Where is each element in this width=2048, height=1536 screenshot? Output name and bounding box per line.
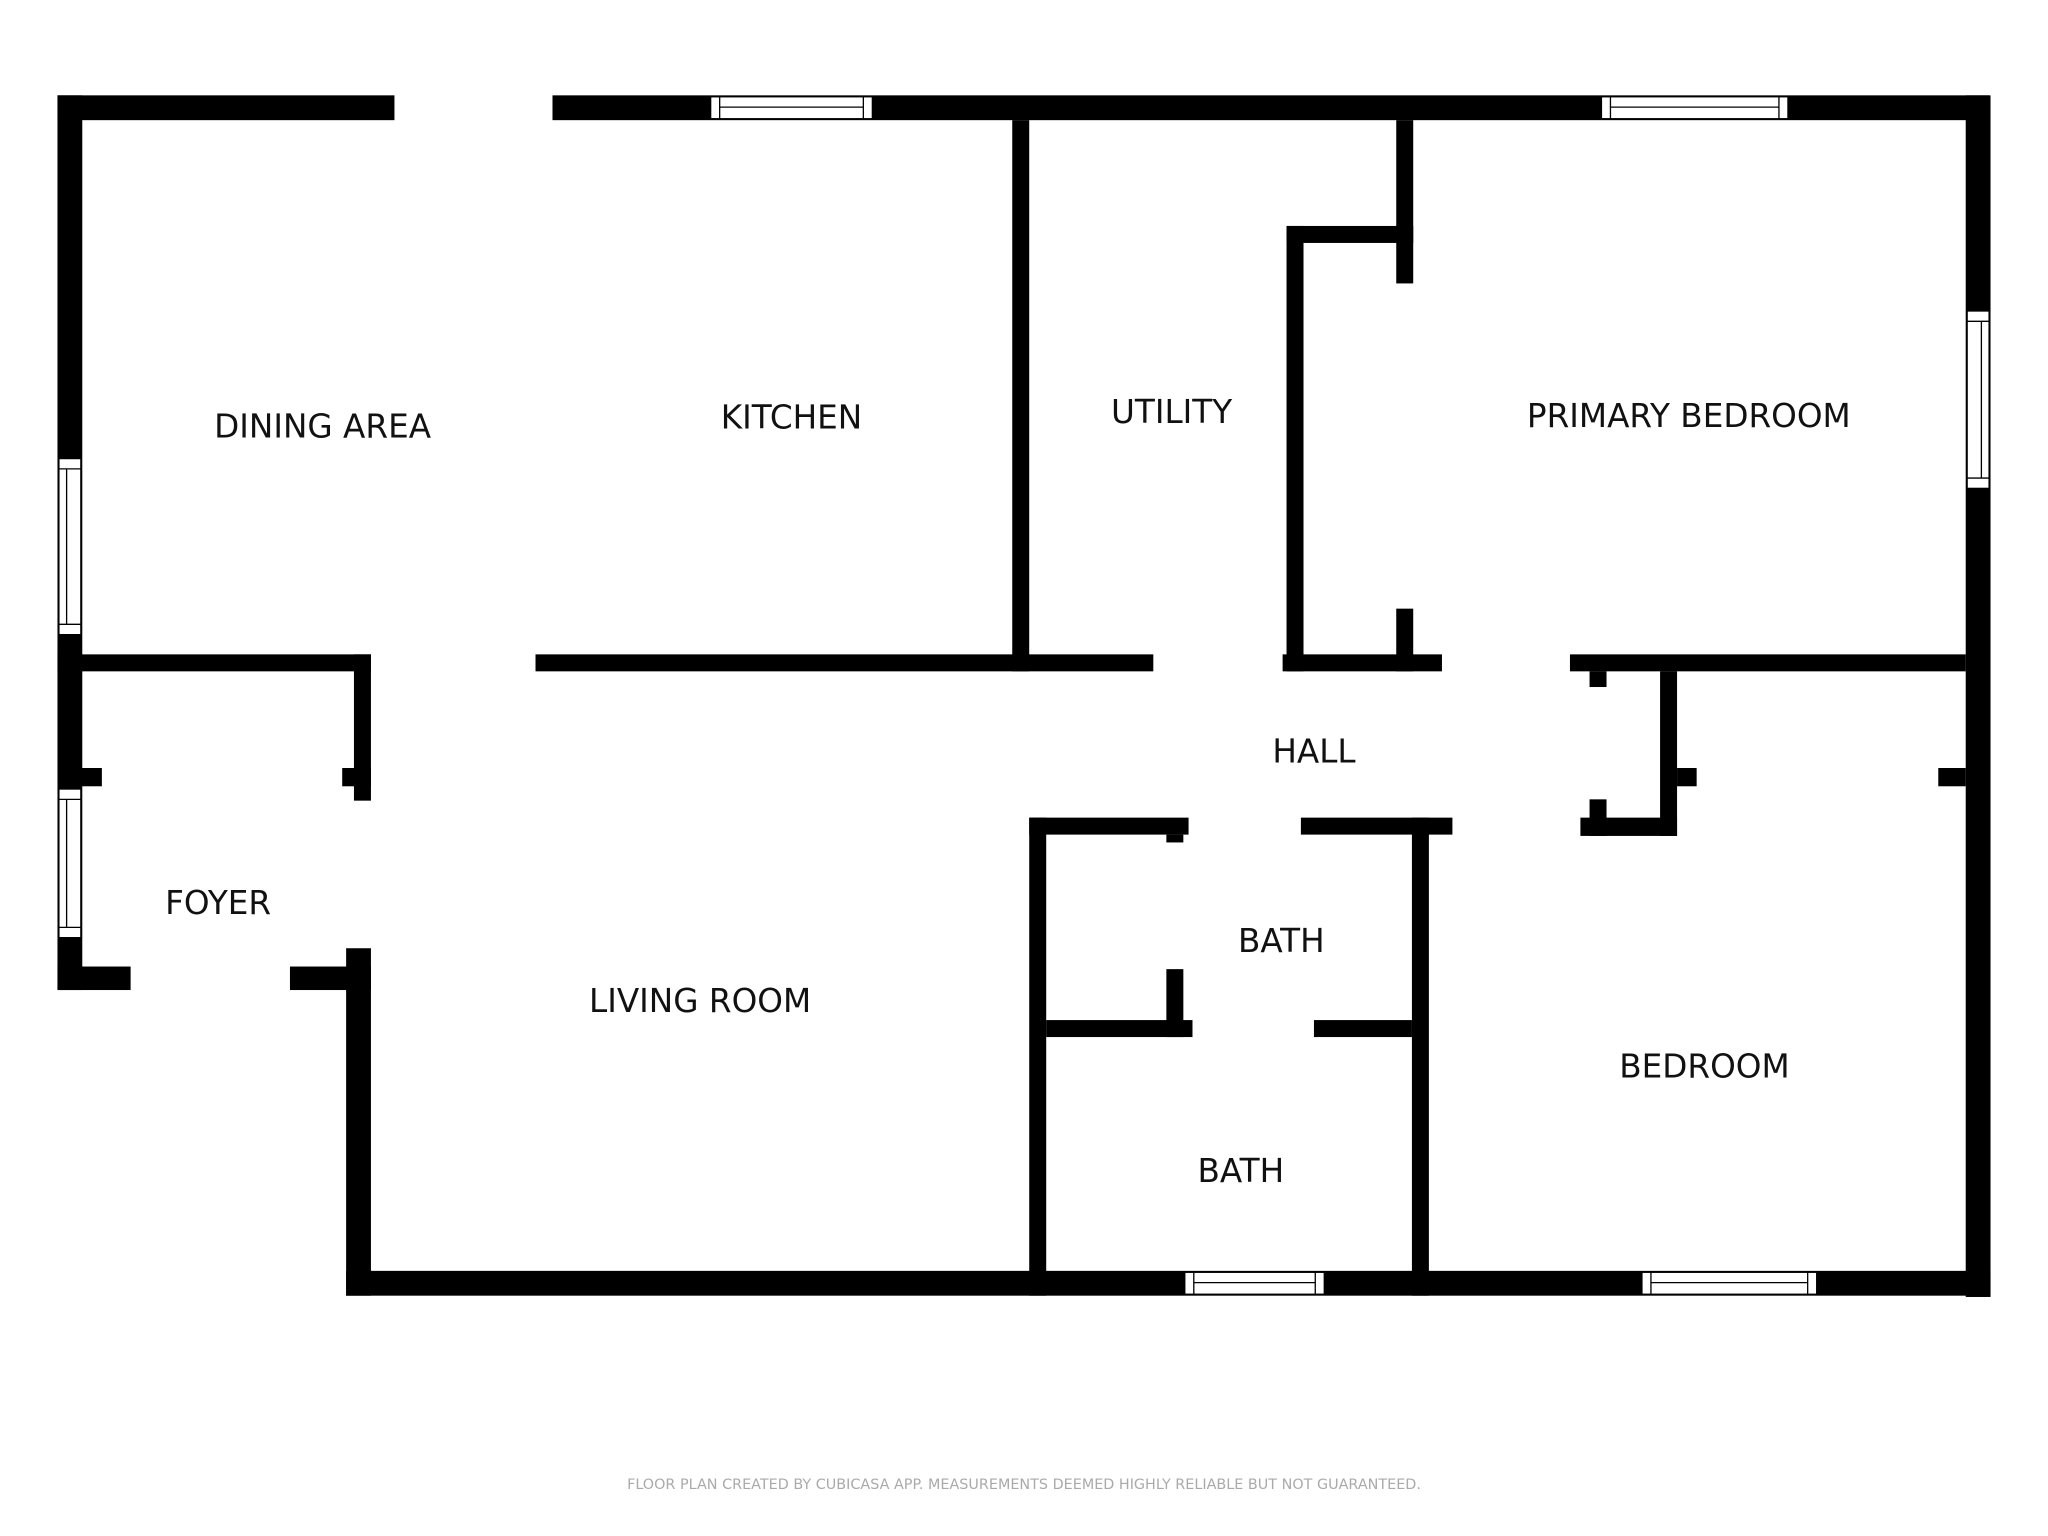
window-primary-right	[1966, 310, 1991, 490]
room-label-dining-area: DINING AREA	[214, 407, 432, 445]
footer-disclaimer: FLOOR PLAN CREATED BY CUBICASA APP. MEAS…	[627, 1477, 1421, 1493]
window-dining-left	[57, 457, 82, 636]
room-label-primary-bedroom: PRIMARY BEDROOM	[1527, 397, 1851, 435]
windows	[57, 95, 1991, 1296]
room-label-foyer: FOYER	[165, 884, 271, 922]
room-label-living-room: LIVING ROOM	[589, 982, 811, 1020]
window-foyer-left	[57, 788, 82, 939]
walls	[57, 95, 1991, 1297]
window-bedroom-bottom	[1641, 1271, 1818, 1296]
window-kitchen-top	[709, 95, 874, 120]
window-primary-top	[1600, 95, 1789, 120]
room-label-bedroom: BEDROOM	[1619, 1047, 1789, 1085]
room-label-kitchen: KITCHEN	[721, 398, 862, 436]
room-label-bath-lower: BATH	[1197, 1152, 1284, 1190]
room-label-utility: UTILITY	[1111, 393, 1232, 431]
window-bath-bottom	[1183, 1271, 1326, 1296]
room-label-hall: HALL	[1272, 733, 1356, 771]
room-label-bath-upper: BATH	[1238, 922, 1325, 960]
